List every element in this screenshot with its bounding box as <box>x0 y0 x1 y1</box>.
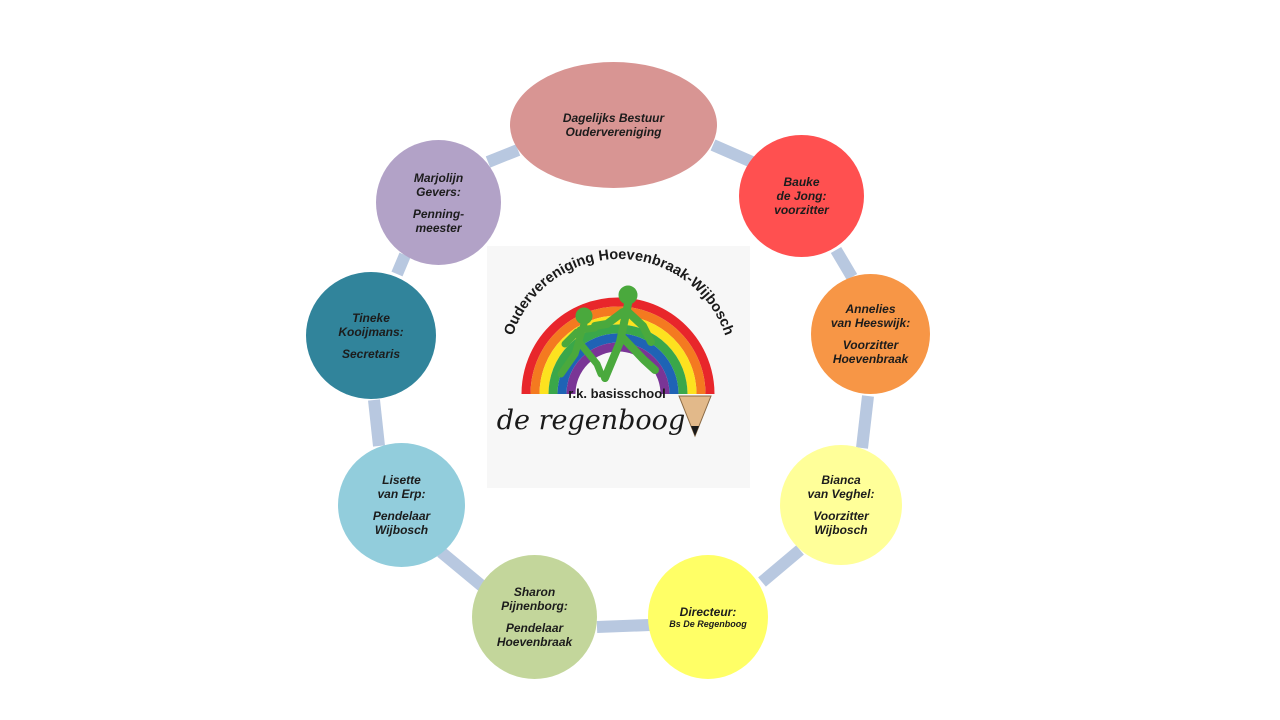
pencil-icon <box>678 395 712 438</box>
node-text-line: Pendelaar <box>372 509 431 523</box>
connector-bauke-annelies <box>830 246 858 281</box>
logo-school-label: r.k. basisschool <box>568 386 666 401</box>
node-text-line: Marjolijn <box>413 170 464 185</box>
rainbow-band <box>548 324 688 395</box>
node-text-line: van Veghel: <box>807 487 875 501</box>
rainbow-logo-image: Oudervereniging Hoevenbraak-Wijbosch r.k… <box>497 247 737 438</box>
school-logo: Oudervereniging Hoevenbraak-Wijbosch r.k… <box>487 246 750 488</box>
node-text-line: Wijbosch <box>814 523 868 537</box>
node-text-line: Voorzitter <box>842 338 899 352</box>
connector-bestuur-bauke <box>710 139 755 168</box>
node-text-line: Directeur: <box>679 604 737 619</box>
node-text-line: Hoevenbraak <box>832 352 909 366</box>
connector-sharon-lisette <box>437 547 486 591</box>
node-directeur: Directeur:Bs De Regenboog <box>648 555 768 679</box>
node-text-line: Dagelijks Bestuur <box>562 111 665 125</box>
walking-figures-icon <box>557 285 659 382</box>
node-text-line: Penning- <box>412 206 465 221</box>
node-text-line: van Heeswijk: <box>830 316 911 330</box>
rainbow-band <box>521 297 715 395</box>
node-text-line: Sharon <box>513 585 556 599</box>
node-text-line: Bianca <box>821 473 861 487</box>
node-text-line: Voorzitter <box>813 509 869 523</box>
node-text-line: Bauke <box>783 175 820 189</box>
node-text-line: Secretaris <box>341 346 401 361</box>
connector-marjolijn-bestuur <box>485 144 521 168</box>
node-text-line: voorzitter <box>774 203 829 217</box>
node-text-line: Gevers: <box>416 184 461 199</box>
node-text-line: Wijbosch <box>374 523 429 537</box>
connector-directeur-sharon <box>596 619 651 633</box>
node-text-line: meester <box>415 220 462 235</box>
node-text-line: Hoevenbraak <box>496 635 573 649</box>
node-text-line: Pendelaar <box>505 621 564 635</box>
logo-school-name: de regenboog <box>497 405 685 436</box>
node-text-line: Tineke <box>352 310 390 325</box>
node-text-line: Lisette <box>382 473 421 487</box>
connector-bianca-directeur <box>758 545 804 587</box>
connector-tineke-marjolijn <box>391 252 411 277</box>
node-text-line: Oudervereniging <box>565 125 662 139</box>
connector-lisette-tineke <box>368 399 385 447</box>
node-subtext-line: Bs De Regenboog <box>669 618 747 629</box>
node-text-line: van Erp: <box>377 487 426 501</box>
connector-annelies-bianca <box>856 395 874 449</box>
node-text-line: Pijnenborg: <box>501 599 568 613</box>
node-text-line: Kooijmans: <box>338 324 404 339</box>
node-text-line: Annelies <box>845 302 896 316</box>
node-text-line: de Jong: <box>776 189 827 203</box>
